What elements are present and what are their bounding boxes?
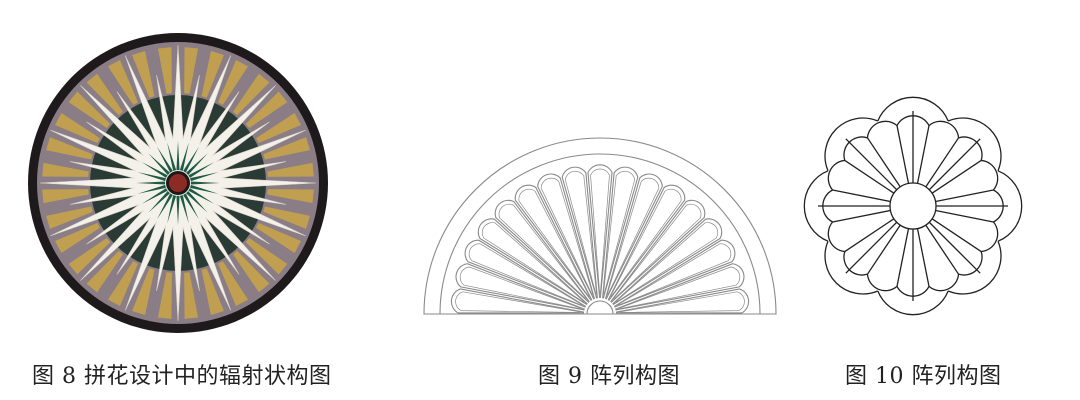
figure-9-fan-array	[410, 120, 790, 330]
radial-inlay-image	[28, 33, 328, 333]
fan-array-drawing	[423, 137, 777, 315]
figure-8-radial-inlay	[0, 0, 360, 340]
figure-8-caption: 图 8 拼花设计中的辐射状构图	[32, 364, 332, 389]
rosette-array-drawing	[803, 96, 1023, 316]
figure-9-caption: 图 9 阵列构图	[538, 364, 680, 389]
figure-10-caption: 图 10 阵列构图	[845, 364, 1002, 389]
figure-10-rosette-array	[790, 80, 1040, 330]
